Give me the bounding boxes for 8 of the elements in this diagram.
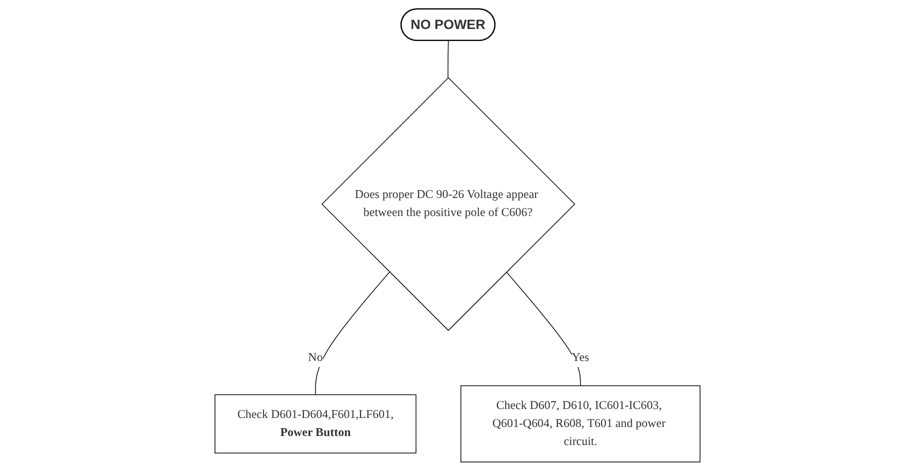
node-box: Check D601-D604,F601,LF601, Power Button (215, 394, 417, 454)
connector (316, 272, 390, 396)
edge-label: No (308, 351, 324, 364)
connector (506, 272, 582, 386)
node-box: Check D607, D610, IC601-IC603, Q601-Q604, R608, T601 and power circuit. (460, 385, 701, 462)
edge-label: Yes (572, 351, 590, 364)
node-diamond: Does proper DC 90-26 Voltage appear between the positive pole of C606? (322, 77, 576, 331)
connector (448, 40, 450, 78)
